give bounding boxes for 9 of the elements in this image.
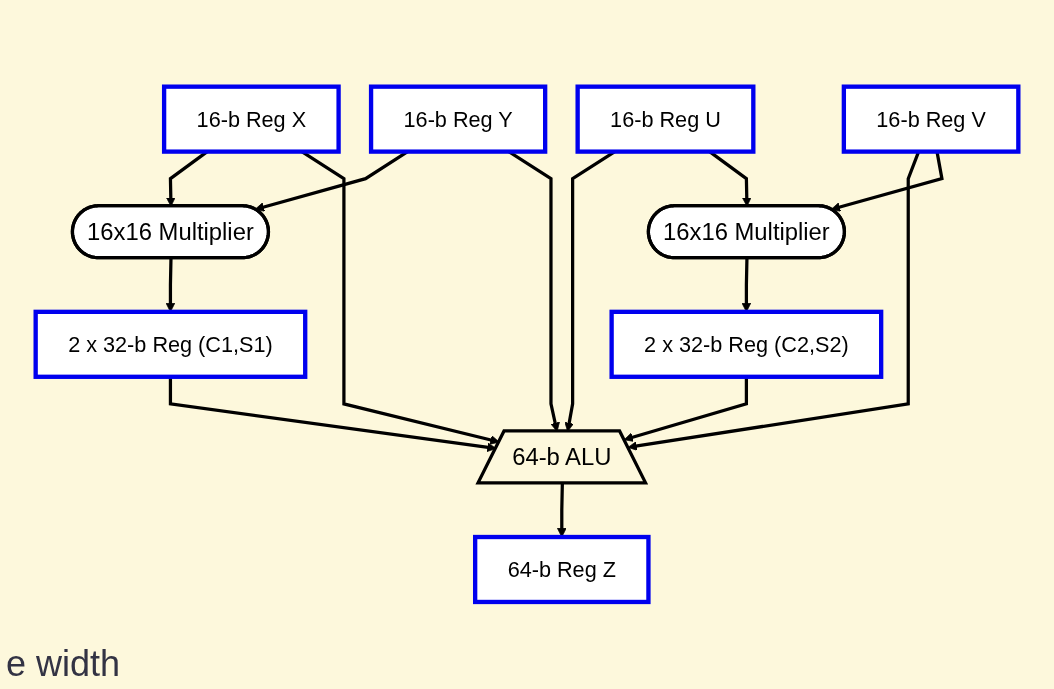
- node-box: 64-b Reg Z: [473, 535, 651, 605]
- node-box: 16-b Reg X: [161, 84, 341, 154]
- node-box: 16-b Reg Y: [368, 84, 548, 154]
- node-box: 16-b Reg V: [841, 84, 1021, 154]
- node-box: 2 x 32-b Reg (C2,S2): [609, 309, 884, 380]
- arrow: [623, 377, 749, 442]
- node-box: 2 x 32-b Reg (C1,S1): [33, 309, 308, 380]
- note-text: e width: [6, 643, 121, 684]
- node-box: 16-b Reg U: [575, 84, 756, 154]
